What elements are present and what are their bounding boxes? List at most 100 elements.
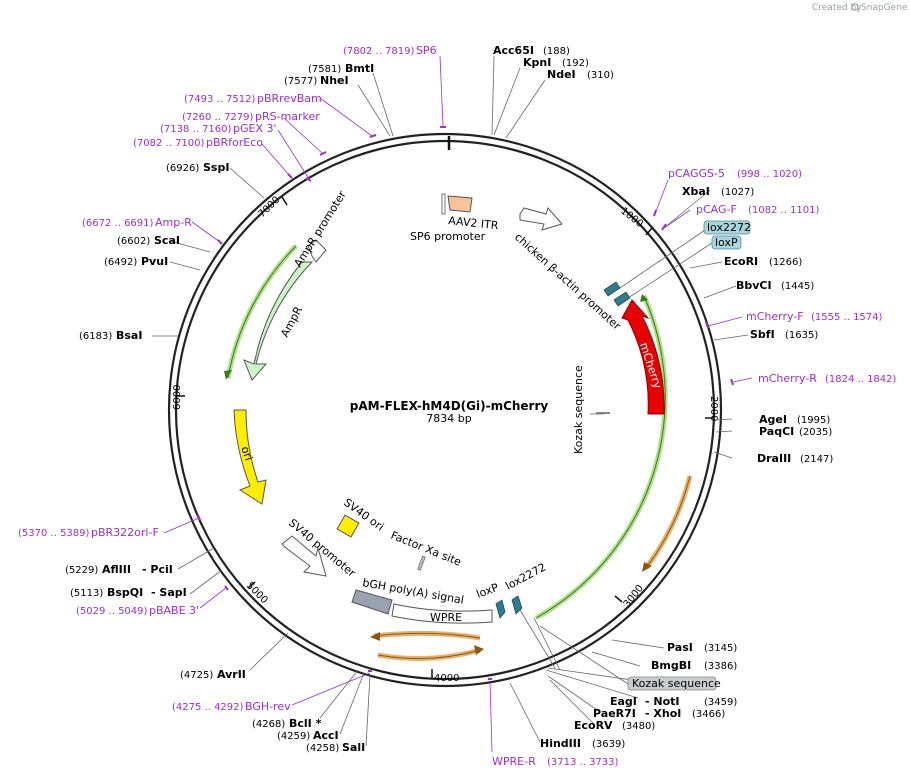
enzyme-xbai-pos: (1027) — [721, 187, 754, 198]
primer-prsmarker-range: (7260 .. 7279) — [182, 112, 254, 123]
loxp-bottom-label: loxP — [475, 581, 501, 601]
enzyme-bsai-name[interactable]: BsaI — [116, 329, 142, 342]
sv40-promoter-arrow — [281, 535, 327, 577]
primer-bghrev-range: (4275 .. 4292) — [172, 702, 244, 713]
enzyme-bcli-name[interactable]: BclI * — [289, 717, 322, 730]
enzyme-afliii-name[interactable]: AflIII — [102, 563, 131, 576]
factor-xa-label: Factor Xa site — [389, 529, 463, 569]
enzyme-kpni-name[interactable]: KpnI — [523, 56, 551, 69]
sv40-ori-block — [336, 514, 360, 538]
enzyme-pcii-name[interactable]: - PciI — [142, 563, 173, 576]
bgh-block — [351, 589, 393, 615]
enzyme-xbai-name[interactable]: XbaI — [682, 185, 710, 198]
chicken-actin-arrow — [519, 207, 563, 231]
enzyme-acc65i-name[interactable]: Acc65I — [493, 44, 534, 57]
primer-bghrev-name[interactable]: BGH-rev — [245, 700, 291, 713]
orange-arrow-2-icon — [370, 632, 380, 641]
enzyme-sbfi-name[interactable]: SbfI — [750, 328, 775, 341]
enzyme-draiii-pos: (2147) — [800, 454, 833, 465]
primer-pcagf-name[interactable]: pCAG-F — [696, 203, 737, 216]
enzyme-pasi-name[interactable]: PasI — [667, 641, 693, 654]
primer-mcherryr-name[interactable]: mCherry-R — [758, 372, 817, 385]
enzyme-eagi-name[interactable]: EagI — [610, 695, 637, 708]
orange-highlight-line — [645, 475, 691, 569]
primer-wprer-name[interactable]: WPRE-R — [492, 755, 536, 768]
plasmid-name: pAM-FLEX-hM4D(Gi)-mCherry — [350, 399, 549, 413]
enzyme-bmgbi-name[interactable]: BmgBI — [651, 659, 691, 672]
ampr-promoter-arrow — [307, 239, 327, 263]
primer-pbrrevbam-name[interactable]: pBRrevBam — [257, 92, 322, 105]
enzyme-bbvci-pos: (1445) — [781, 281, 814, 292]
primer-pcagf-range: (1082 .. 1101) — [748, 205, 820, 216]
enzyme-scai-name[interactable]: ScaI — [154, 234, 180, 247]
primer-pbrforeco-range: (7082 .. 7100) — [133, 138, 205, 149]
enzyme-noti-name[interactable]: - NotI — [645, 695, 680, 708]
enzyme-pvui-name[interactable]: PvuI — [141, 255, 168, 268]
ori-arrow — [233, 409, 267, 505]
enzyme-acci-pos: (4259) — [277, 731, 310, 742]
primer-ampr-name[interactable]: Amp-R — [155, 216, 192, 229]
primer-mcherryf-name[interactable]: mCherry-F — [746, 310, 804, 323]
credit-brand: SnapGene — [861, 3, 908, 13]
enzyme-acci-name[interactable]: AccI — [313, 729, 339, 742]
enzyme-bmti-pos: (7581) — [308, 64, 341, 75]
sp6-promoter-block — [441, 193, 446, 215]
enzyme-ecorv-name[interactable]: EcoRV — [574, 719, 613, 732]
primer-pgex3-name[interactable]: pGEX 3' — [233, 122, 277, 135]
lox2272-bottom-label: lox2272 — [503, 561, 548, 593]
tick-4000: 4000 — [434, 673, 459, 684]
enzyme-eagi-pos: (3459) — [704, 697, 737, 708]
enzyme-sali-name[interactable]: SalI — [342, 741, 365, 754]
enzyme-ecori-pos: (1266) — [769, 257, 802, 268]
enzyme-ndei-pos: (310) — [587, 70, 614, 81]
orange-arrow-icon — [642, 562, 652, 572]
ampr-highlight-arc — [225, 244, 298, 379]
primer-pcaggs5-name[interactable]: pCAGGS-5 — [668, 167, 725, 180]
enzyme-kpni-pos: (192) — [562, 58, 589, 69]
enzyme-avrii-name[interactable]: AvrII — [217, 668, 246, 681]
enzyme-ecori-name[interactable]: EcoRI — [724, 255, 758, 268]
ruler-ticks — [176, 196, 714, 678]
factor-xa-block — [417, 555, 426, 571]
sp6-promoter-label: SP6 promoter — [410, 230, 486, 243]
enzyme-sspi-name[interactable]: SspI — [203, 161, 229, 174]
lox2272-small-block — [511, 595, 523, 615]
orange-highlight-arc — [643, 475, 693, 570]
primer-pbr322orif-name[interactable]: pBR322ori-F — [91, 526, 159, 539]
enzyme-bmti-name[interactable]: BmtI — [345, 62, 374, 75]
primer-ampr-range: (6672 .. 6691) — [82, 218, 154, 229]
enzyme-xhoi-name[interactable]: - XhoI — [645, 707, 681, 720]
ampr-label: AmpR — [278, 304, 305, 339]
primer-pbr322orif-range: (5370 .. 5389) — [18, 528, 90, 539]
enzyme-pvui-pos: (6492) — [104, 257, 137, 268]
enzyme-bbvci-name[interactable]: BbvCI — [736, 279, 772, 292]
enzyme-agei-name[interactable]: AgeI — [759, 413, 787, 426]
enzyme-sspi-pos: (6926) — [166, 163, 199, 174]
aav2-itr-block — [447, 195, 473, 213]
enzyme-paer7i-name[interactable]: PaeR7I — [593, 707, 636, 720]
kozak-box-text: Kozak sequence — [632, 677, 721, 690]
enzyme-sapi-name[interactable]: - SapI — [151, 586, 187, 599]
backbone-inner — [174, 139, 716, 681]
enzyme-hindiii-name[interactable]: HindIII — [540, 737, 581, 750]
primer-leader-lines — [163, 55, 753, 753]
tick-3000: 3000 — [622, 583, 646, 610]
enzyme-nhei-name[interactable]: NheI — [320, 74, 349, 87]
enzyme-sbfi-pos: (1635) — [785, 330, 818, 341]
primer-mcherryr-range: (1824 .. 1842) — [825, 374, 897, 385]
enzyme-draiii-name[interactable]: DraIII — [757, 452, 791, 465]
primer-pbrforeco-name[interactable]: pBRforEco — [206, 136, 263, 149]
feature-highlight-line — [535, 295, 666, 619]
primer-prsmarker-name[interactable]: pRS-marker — [255, 110, 320, 123]
credit-created-by: Created by — [812, 3, 862, 13]
enzyme-hindiii-pos: (3639) — [592, 739, 625, 750]
lox2272-top-block — [603, 281, 621, 297]
enzyme-ndei-name[interactable]: NdeI — [547, 68, 576, 81]
primer-sp6-name[interactable]: SP6 — [416, 44, 437, 57]
primer-mcherryf-range: (1555 .. 1574) — [811, 312, 883, 323]
enzyme-paqci-name[interactable]: PaqCI — [759, 425, 794, 438]
enzyme-bspqi-name[interactable]: BspQI — [107, 586, 143, 599]
primer-pbabe3-name[interactable]: pBABE 3' — [149, 604, 199, 617]
